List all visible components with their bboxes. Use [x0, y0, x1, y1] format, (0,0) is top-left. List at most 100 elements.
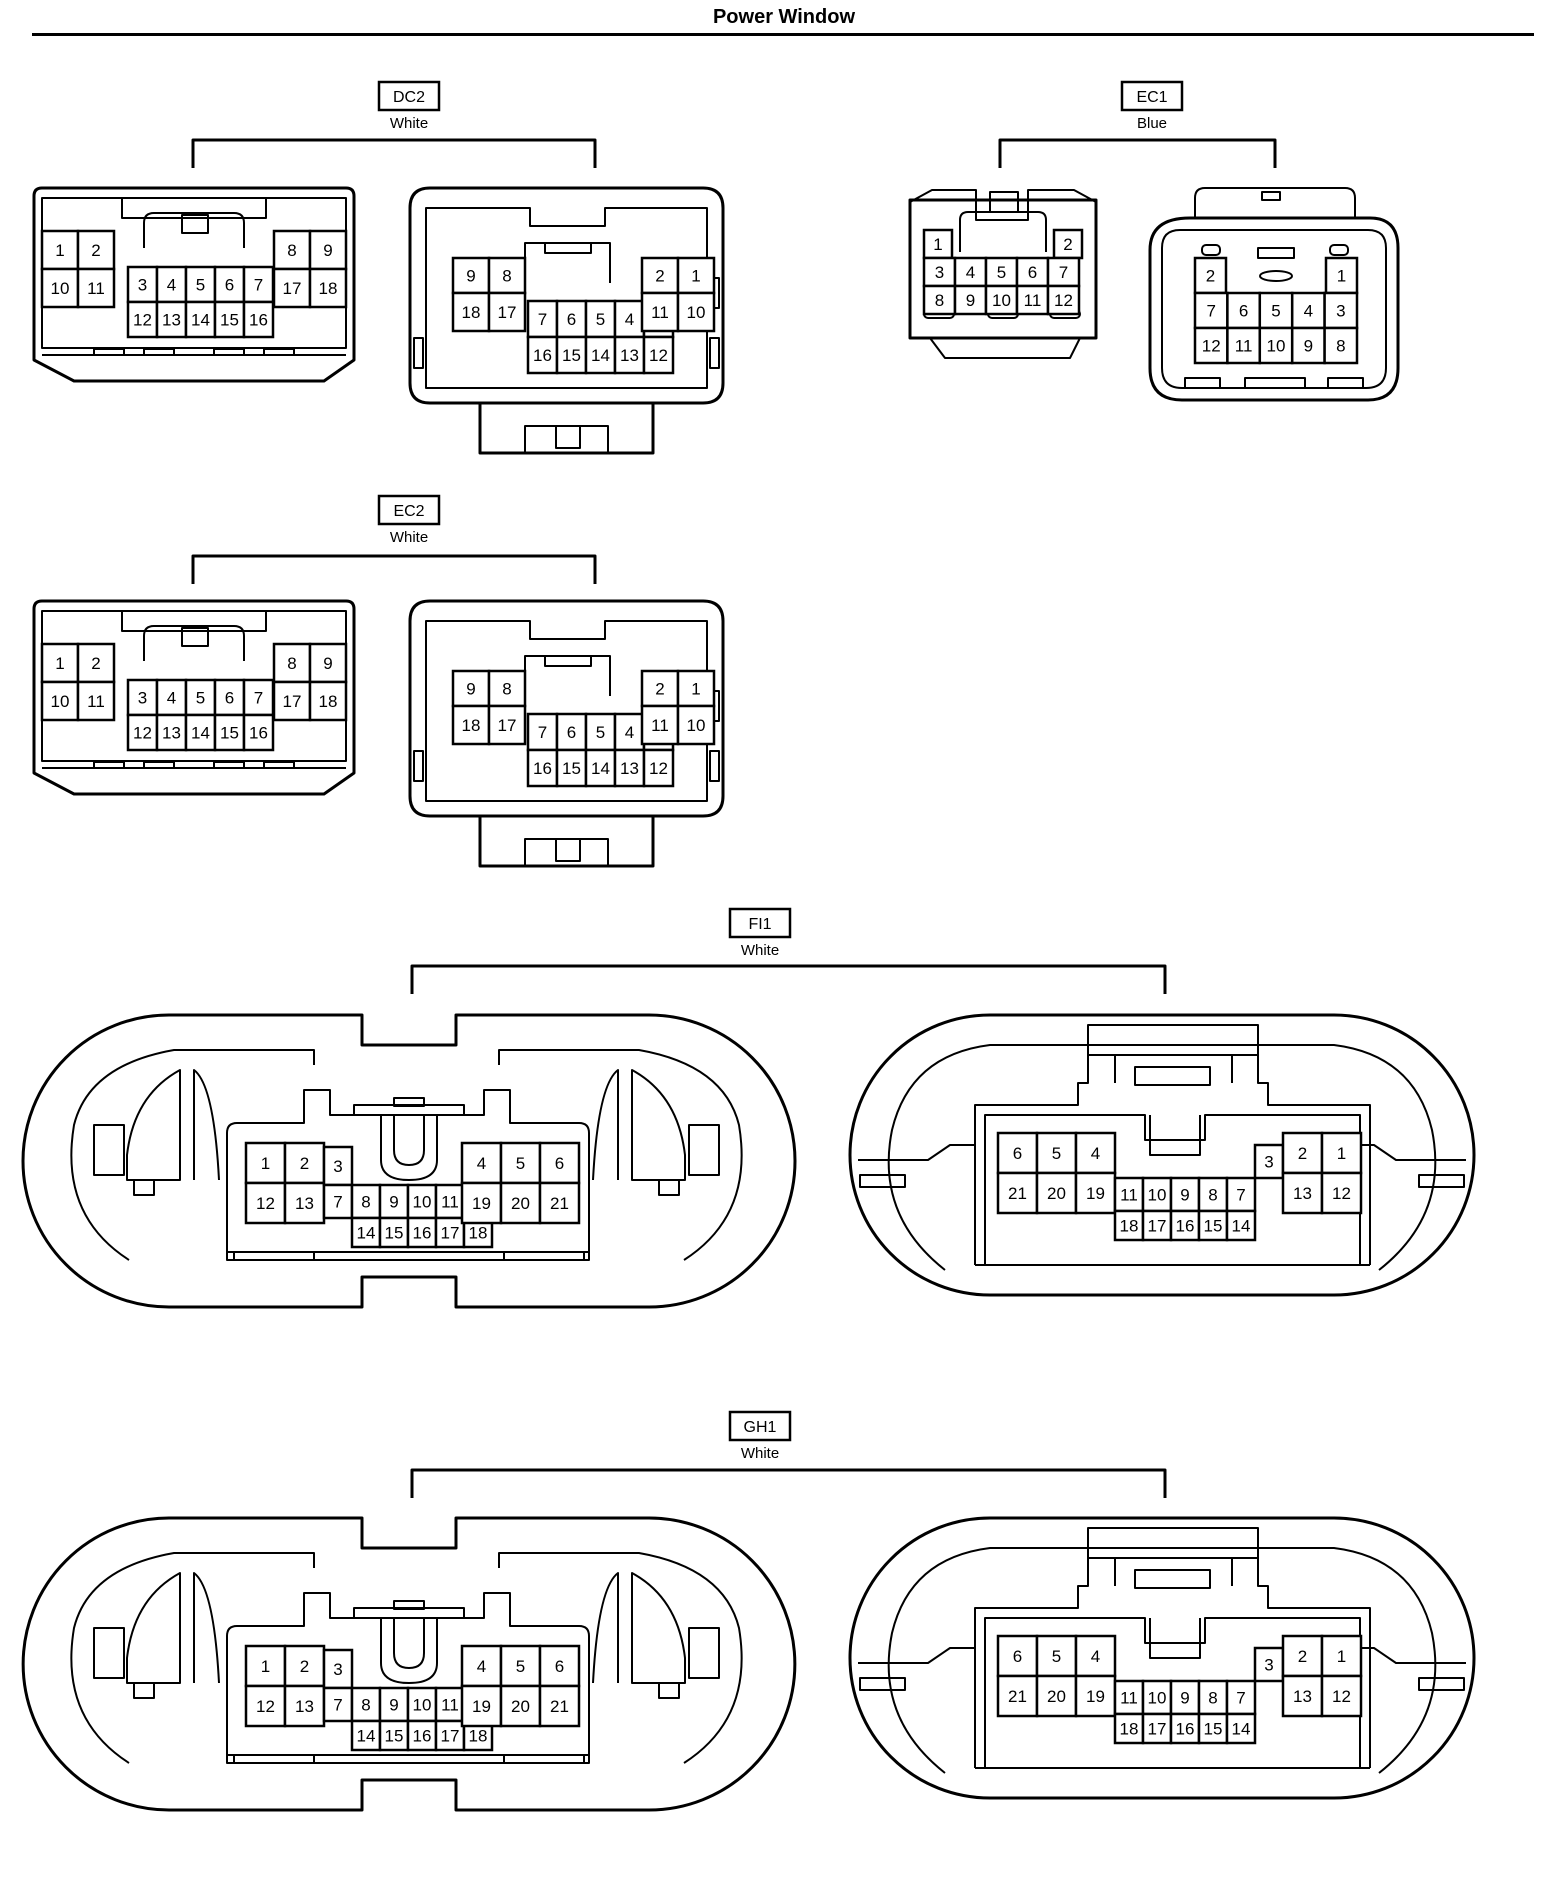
- pin-number: 15: [1204, 1216, 1223, 1235]
- pin-number: 6: [1239, 301, 1248, 320]
- connector-color: White: [390, 115, 428, 132]
- outline: [524, 655, 611, 696]
- pin-number: 7: [1059, 263, 1068, 282]
- connector-code-box: [728, 1410, 792, 1442]
- pin-number: 12: [1202, 336, 1221, 355]
- pin-cell: [40, 642, 80, 684]
- pin-number: 14: [357, 1726, 376, 1745]
- pin-cell: [538, 1644, 581, 1688]
- pin-number: 5: [196, 276, 205, 295]
- pin-number: 11: [441, 1695, 459, 1714]
- pin-number: 5: [596, 310, 605, 329]
- outline: [408, 599, 725, 818]
- outline: [1149, 1115, 1201, 1156]
- pin-number: 1: [691, 680, 700, 699]
- outline: [555, 838, 581, 862]
- pin-number: 20: [511, 1194, 530, 1213]
- pin-cell: [1323, 326, 1359, 365]
- outline: [143, 212, 245, 248]
- pin-number: 6: [567, 310, 576, 329]
- pin-number: 17: [441, 1726, 460, 1745]
- pin-number: 19: [472, 1194, 491, 1213]
- outline: [353, 1104, 465, 1116]
- pin-number: 18: [1120, 1216, 1139, 1235]
- pin-number: 1: [691, 267, 700, 286]
- outline: [1184, 377, 1364, 388]
- pin-number: 21: [1008, 1687, 1027, 1706]
- pin-number: 3: [1264, 1655, 1273, 1674]
- pin-cell: [350, 1686, 382, 1723]
- outline: [143, 348, 175, 356]
- pin-number: 20: [1047, 1184, 1066, 1203]
- pin-number: 17: [441, 1223, 460, 1242]
- pin-row: 2: [1193, 256, 1228, 295]
- pin-cell: [1035, 1674, 1078, 1718]
- outline: [213, 348, 245, 356]
- pin-number: 13: [162, 311, 181, 330]
- pin-number: 14: [191, 724, 210, 743]
- pin-cell: [1074, 1634, 1117, 1678]
- pin-number: 1: [1337, 266, 1346, 285]
- pin-cell: [308, 267, 348, 309]
- outline: [393, 1115, 425, 1166]
- pin-cell: [406, 1719, 438, 1752]
- outline: [1201, 244, 1221, 256]
- outline: [93, 348, 125, 356]
- pin-number: 17: [1148, 1719, 1167, 1738]
- pin-number: 5: [516, 1154, 525, 1173]
- pin-cell: [40, 680, 80, 722]
- pin-number: 7: [254, 689, 263, 708]
- outline: [503, 1251, 585, 1261]
- pin-cell: [1226, 326, 1262, 365]
- pin-number: 10: [687, 716, 706, 735]
- pin-number: 16: [413, 1726, 432, 1745]
- pin-number: 11: [1024, 291, 1042, 310]
- pin-cell: [613, 712, 646, 752]
- outline: [1149, 1618, 1201, 1659]
- pin-cell: [676, 704, 716, 746]
- pin-number: 15: [220, 724, 239, 743]
- pin-cell: [1035, 1634, 1078, 1678]
- pin-cell: [984, 284, 1019, 316]
- pin-cell: [76, 642, 116, 684]
- outline: [984, 1617, 1361, 1768]
- pin-number: 7: [538, 723, 547, 742]
- pin-number: 2: [300, 1154, 309, 1173]
- pin-number: 12: [1332, 1184, 1351, 1203]
- pin-number: 5: [596, 723, 605, 742]
- pin-number: 12: [649, 759, 668, 778]
- outline: [1261, 191, 1281, 201]
- pin-number: 6: [567, 723, 576, 742]
- pin-row: 3: [1253, 1646, 1285, 1683]
- pin-number: 3: [1264, 1152, 1273, 1171]
- pin-number: 7: [333, 1695, 342, 1714]
- outline: [1259, 270, 1293, 282]
- connector-code-box: [728, 907, 792, 939]
- outline: [709, 750, 720, 782]
- pin-cell: [451, 704, 491, 746]
- pin-number: 7: [1206, 301, 1215, 320]
- page-title: Power Window: [712, 6, 856, 28]
- pin-number: 1: [261, 1154, 270, 1173]
- pin-cell: [996, 1131, 1039, 1175]
- outline: [233, 1251, 315, 1261]
- pin-number: 11: [87, 279, 105, 298]
- pin-cell: [155, 678, 188, 717]
- pin-number: 20: [511, 1697, 530, 1716]
- pin-number: 18: [462, 716, 481, 735]
- connector-code: FI1: [748, 916, 771, 933]
- pin-cell: [996, 1171, 1039, 1215]
- pin-number: 20: [1047, 1687, 1066, 1706]
- outline: [709, 337, 720, 369]
